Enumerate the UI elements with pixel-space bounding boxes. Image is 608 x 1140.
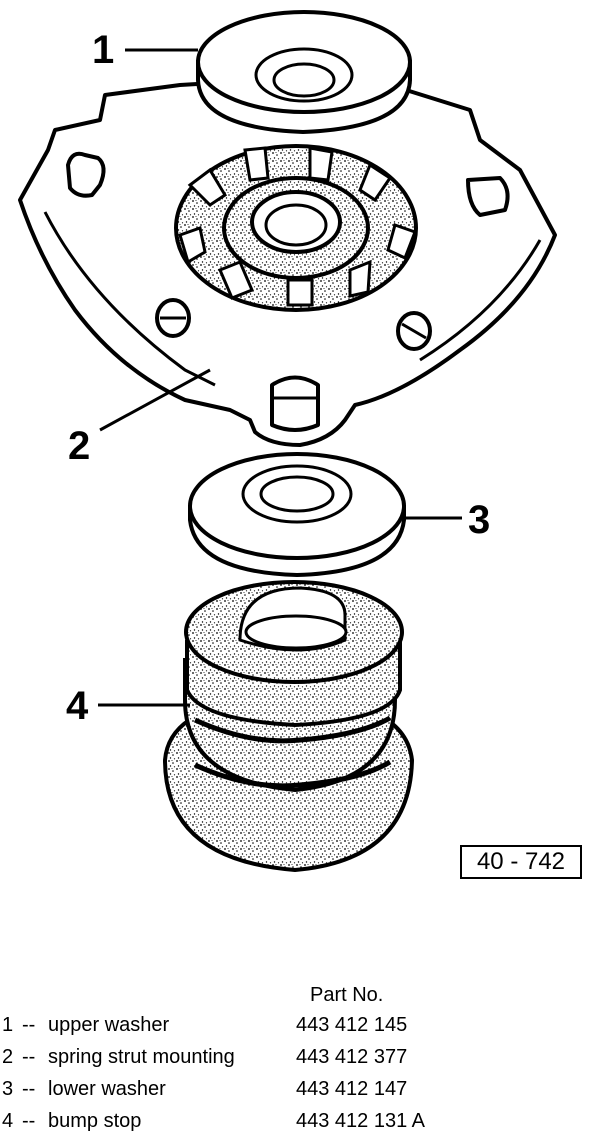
exploded-diagram: 1 2 3 4 40 - 742: [18, 10, 582, 879]
parts-list: Part No. 1 -- upper washer 443 412 145 2…: [0, 980, 608, 1136]
callout-3: 3: [468, 498, 491, 542]
leader-2: [99, 368, 211, 432]
item-dash: --: [22, 1046, 36, 1068]
parts-row: 3 -- lower washer 443 412 147: [0, 1078, 600, 1108]
lower-washer: [188, 452, 406, 578]
item-dash: --: [22, 1014, 36, 1036]
figure-number: 40 - 742: [460, 845, 582, 879]
bump-stop: [162, 580, 415, 873]
item-part-no: 443 412 145: [296, 1014, 408, 1036]
parts-row: 1 -- upper washer 443 412 145: [0, 1014, 600, 1044]
callout-1: 1: [92, 28, 115, 72]
item-number: 1: [2, 1014, 14, 1036]
item-name: spring strut mounting: [48, 1046, 235, 1068]
item-number: 3: [2, 1078, 14, 1100]
item-name: upper washer: [48, 1014, 170, 1036]
mounting-rubber-bushing: [174, 144, 418, 312]
callout-2: 2: [68, 424, 91, 468]
item-name: lower washer: [48, 1078, 166, 1100]
callout-4: 4: [66, 684, 89, 728]
item-name: bump stop: [48, 1110, 142, 1132]
callout-leaders: [98, 48, 462, 707]
upper-washer: [196, 10, 412, 135]
parts-row: 4 -- bump stop 443 412 131 A: [0, 1110, 600, 1140]
item-number: 4: [2, 1110, 14, 1132]
item-dash: --: [22, 1110, 36, 1132]
part-no-header: Part No.: [310, 984, 384, 1006]
item-part-no: 443 412 131 A: [296, 1110, 426, 1132]
item-part-no: 443 412 377: [296, 1046, 408, 1068]
diagram-drawing: [18, 10, 557, 873]
item-number: 2: [2, 1046, 14, 1068]
item-part-no: 443 412 147: [296, 1078, 408, 1100]
parts-row: 2 -- spring strut mounting 443 412 377: [0, 1046, 600, 1076]
item-dash: --: [22, 1078, 36, 1100]
